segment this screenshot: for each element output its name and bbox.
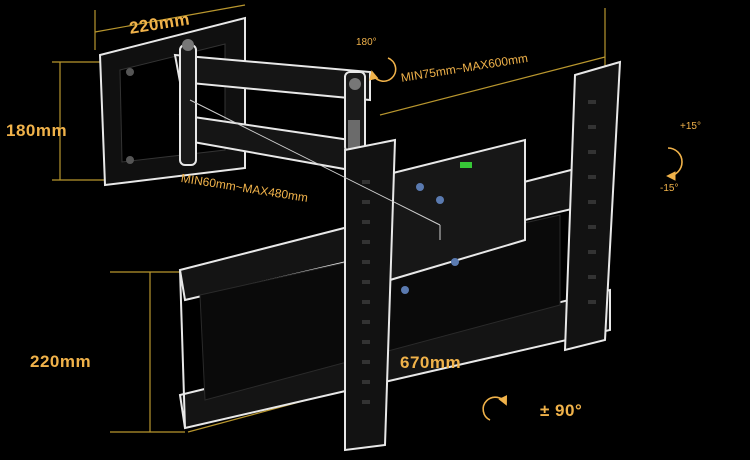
vertical-brackets	[344, 60, 622, 452]
rotation-arrows	[369, 57, 683, 421]
articulating-arm	[173, 39, 371, 180]
rotate-arrow-icon	[482, 394, 508, 421]
tilt-plus-label: +15°	[680, 121, 701, 132]
tilt-arrow-icon	[666, 147, 683, 181]
rotation-label: ± 90°	[540, 401, 583, 420]
swivel-arrow-icon	[369, 57, 397, 82]
tilt-minus-label: -15°	[660, 183, 679, 194]
wall-plate-width-line	[94, 4, 246, 33]
tilt-head	[383, 138, 526, 294]
wall-plate	[98, 16, 246, 187]
swivel-label: 180°	[356, 37, 377, 48]
bracket-width-label: 670mm	[400, 353, 462, 372]
bracket-height-label: 220mm	[30, 352, 92, 371]
bubble-level	[460, 162, 472, 168]
wall-plate-height-label: 180mm	[6, 121, 68, 140]
vesa-range-line	[379, 56, 606, 116]
pointer-lines	[189, 99, 441, 240]
